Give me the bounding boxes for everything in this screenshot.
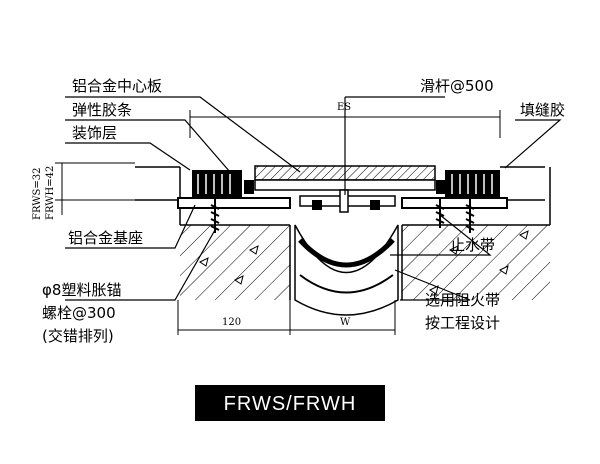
label-fire-band-2: 按工程设计 xyxy=(425,314,500,332)
w-label: W xyxy=(340,317,351,328)
anchor-bolts xyxy=(210,198,475,233)
label-anchor-3: (交错排列) xyxy=(42,327,114,345)
frws-label: FRWS=32 xyxy=(32,168,43,220)
label-alu-center-plate: 铝合金中心板 xyxy=(72,77,162,95)
slide-bar xyxy=(299,189,396,213)
aggregate-marks xyxy=(199,230,529,295)
label-fire-band-1: 选用阻火带 xyxy=(425,291,500,309)
concrete-right xyxy=(402,224,550,300)
label-sealant: 填缝胶 xyxy=(520,101,565,119)
label-decor-layer: 装饰层 xyxy=(72,124,117,142)
label-slide-bar: 滑杆@500 xyxy=(420,77,494,95)
label-elastic-strip: 弹性胶条 xyxy=(72,101,132,119)
label-anchor-1: φ8塑料胀锚 xyxy=(42,281,121,299)
leader-lines xyxy=(65,96,562,301)
title-text: FRWS/FRWH xyxy=(224,393,357,415)
title-box: FRWS/FRWH xyxy=(195,385,385,421)
d120-label: 120 xyxy=(222,317,241,328)
label-alu-base: 铝合金基座 xyxy=(68,229,143,247)
bottom-dims: 120 W xyxy=(177,300,396,335)
height-dims: FRWS=32 FRWH=42 xyxy=(32,162,135,220)
frwh-label: FRWH=42 xyxy=(45,166,56,220)
water-stop xyxy=(289,224,403,316)
rubber-right xyxy=(445,170,500,198)
label-water-stop: 止水带 xyxy=(450,236,495,254)
es-label: ES xyxy=(337,102,351,113)
label-anchor-2: 螺栓@300 xyxy=(42,304,116,322)
rubber-left xyxy=(192,170,242,198)
